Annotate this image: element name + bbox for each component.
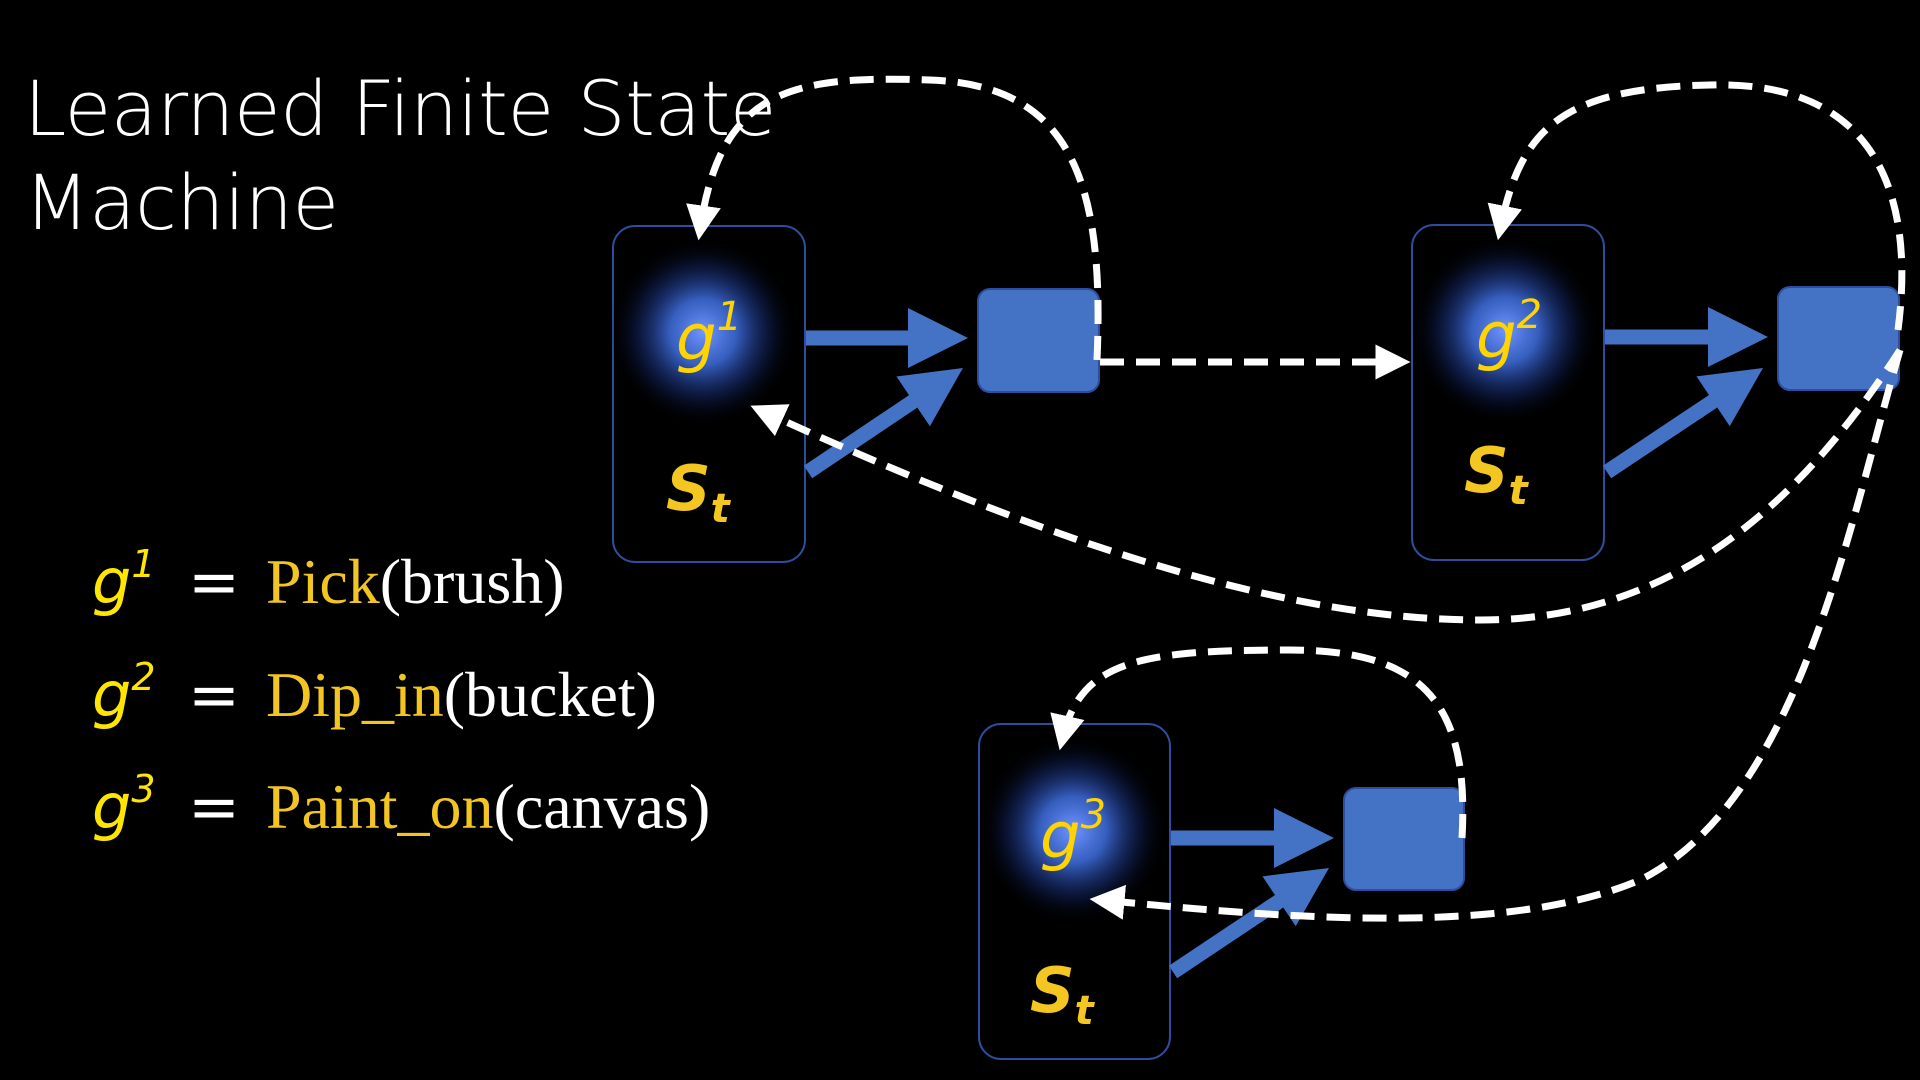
loop-action2-to-g2 [1487, 81, 1906, 331]
arrow-state3-to-action3 [1168, 868, 1329, 979]
node-1-state: St [666, 452, 732, 532]
legend-2-equals: = [188, 658, 240, 731]
state-node-1: g1 St [608, 225, 806, 563]
state-node-3: g3 St [978, 723, 1171, 1060]
legend-1-equals: = [188, 545, 240, 618]
legend-3-function: Paint_on [265, 771, 494, 842]
legend-2-goal: g2 [92, 655, 156, 731]
edge-action2-to-g3 [1089, 349, 1904, 922]
node-2-glow [1410, 235, 1600, 425]
loop-action1-to-g1 [686, 75, 1102, 361]
legend-1-function: Pick [265, 546, 380, 617]
title-line-1: Learned Finite State [24, 64, 777, 153]
node-3-goal: g3 [1040, 792, 1106, 874]
legend-1-argument: (brush) [379, 546, 565, 617]
node-1-goal: g1 [676, 294, 742, 376]
legend-2-function: Dip_in [265, 659, 444, 730]
node-1-glow [608, 237, 798, 427]
legend-row-2: g2 = Dip_in(bucket) [92, 655, 657, 732]
node-3-glow [978, 735, 1168, 925]
arrow-state1-to-action1 [803, 367, 963, 479]
title-line-2: Machine [24, 158, 339, 247]
action-box-2 [1777, 286, 1900, 391]
legend-3-goal: g3 [92, 767, 156, 843]
legend-3-argument: (canvas) [493, 771, 711, 842]
node-2-state: St [1464, 434, 1530, 514]
edge-action2-to-g1 [750, 348, 1903, 624]
legend-row-3: g3 = Paint_on(canvas) [92, 767, 711, 844]
loop-action3-to-g3 [1050, 646, 1467, 839]
action-box-3 [1343, 787, 1465, 891]
transitions [686, 75, 1906, 922]
legend-1-goal: g1 [92, 542, 156, 618]
slide-title: Learned Finite State Machine [24, 62, 777, 250]
arrow-state2-to-action2 [1602, 368, 1763, 479]
state-node-2: g2 St [1410, 224, 1605, 561]
legend-3-equals: = [188, 770, 240, 843]
action-box-1 [977, 288, 1100, 393]
legend-2-argument: (bucket) [443, 659, 657, 730]
legend-row-1: g1 = Pick(brush) [92, 542, 565, 619]
node-2-goal: g2 [1476, 292, 1542, 374]
node-3-state: St [1030, 954, 1096, 1034]
